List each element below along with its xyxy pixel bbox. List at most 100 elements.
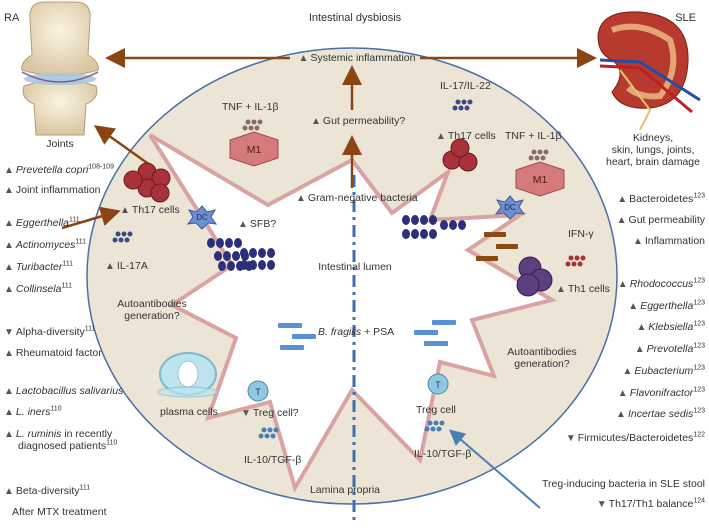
finding-item: ▼Alpha-diversity111: [4, 325, 96, 339]
down-arrow-icon: ▼: [565, 433, 576, 444]
arrow-eggerthella-to-th17: [61, 206, 121, 230]
finding-item: ▲Collinsela111: [4, 282, 73, 296]
th1-label: ▲Th1 cells: [556, 283, 610, 295]
finding-item: ▲Turibacter111: [4, 260, 74, 274]
up-arrow-icon: ▲: [296, 193, 306, 204]
th17-cells-ra: [123, 162, 171, 203]
up-arrow-icon: ▲: [311, 116, 321, 127]
up-arrow-icon: ▲: [4, 429, 14, 440]
finding-item: ▲Prevetella copri108-109: [4, 163, 114, 177]
finding-item: ▲Flavonifractor123: [617, 386, 705, 400]
up-arrow-icon: ▲: [4, 486, 14, 497]
th1-cells: [516, 256, 553, 297]
finding-item: ▲Eggerthella123: [628, 299, 705, 313]
ifn-label: IFN-γ: [568, 228, 594, 240]
finding-item: Treg-inducing bacteria in SLE stool: [541, 478, 705, 490]
finding-item: ▲Incertae sedis123: [616, 407, 705, 421]
il17a-label: ▲IL-17A: [105, 260, 148, 272]
up-arrow-icon: ▲: [436, 131, 446, 142]
up-arrow-icon: ▲: [4, 240, 14, 251]
ra-label: RA: [4, 12, 20, 24]
down-arrow-icon: ▼: [4, 327, 14, 338]
m1-macrophage-sle: [515, 161, 565, 197]
cytokine-dots-il17-il22: [452, 99, 473, 111]
finding-item: ▲Eubacterium123: [622, 364, 705, 378]
up-arrow-icon: ▲: [622, 366, 633, 377]
finding-item: ▲L. iners110: [4, 405, 62, 419]
finding-item: ▲Inflammation: [632, 235, 705, 247]
up-arrow-icon: ▲: [4, 284, 14, 295]
up-arrow-icon: ▲: [632, 236, 643, 247]
up-arrow-icon: ▲: [634, 344, 645, 355]
up-arrow-icon: ▲: [298, 53, 309, 64]
finding-item: ▲Actinomyces111: [4, 238, 87, 252]
dc-sle-label: DC: [504, 203, 516, 212]
finding-item: ▲Lactobacillus salivarius: [4, 385, 124, 397]
finding-item: ▼Firmicutes/Bacteroidetes122: [565, 431, 705, 445]
up-arrow-icon: ▲: [238, 219, 248, 230]
cytokine-dots-ifn: [565, 255, 586, 267]
sle-label: SLE: [675, 12, 696, 24]
cytokine-dots-il17a: [112, 231, 133, 243]
gram-negative-bacteria: [402, 215, 466, 239]
dendritic-cell-ra: [186, 205, 218, 230]
th17-ra-label: ▲Th17 cells: [120, 204, 180, 216]
lamina-propria-label: Lamina propria: [309, 484, 381, 496]
up-arrow-icon: ▲: [4, 165, 14, 176]
intestinal-dysbiosis-label: Intestinal dysbiosis: [308, 12, 402, 24]
up-arrow-icon: ▲: [105, 261, 115, 272]
m1-sle-label: M1: [532, 174, 548, 186]
treg-cell-ra: [247, 380, 269, 402]
up-arrow-icon: ▲: [4, 348, 14, 359]
plasma-cells-label: plasma cells: [160, 406, 218, 418]
up-arrow-icon: ▲: [636, 322, 647, 333]
finding-item: ▲Rhodococcus123: [617, 277, 705, 291]
il10-sle-label: IL-10/TGF-β: [414, 448, 472, 460]
arrow-treg-inducing: [448, 429, 541, 509]
brown-rod-bacteria: [476, 232, 518, 261]
treg-ra-label: ▼Treg cell?: [241, 407, 299, 419]
up-arrow-icon: ▲: [4, 218, 14, 229]
intestinal-lumen-label: Intestinal lumen: [318, 261, 392, 273]
treg-ra-t-label: T: [255, 387, 261, 397]
down-arrow-icon: ▼: [596, 499, 607, 510]
up-arrow-icon: ▲: [616, 215, 627, 226]
cytokine-dots-il10-sle: [424, 420, 445, 432]
sfb-bacteria: [207, 238, 275, 271]
th17-sle-label: ▲Th17 cells: [436, 130, 496, 142]
treg-cell-sle: [427, 373, 449, 395]
il17-il22-label: IL-17/IL-22: [440, 80, 491, 92]
up-arrow-icon: ▲: [617, 279, 628, 290]
gram-negative-label: ▲Gram-negative bacteria: [296, 192, 418, 204]
cytokine-dots-tnf-sle: [528, 149, 549, 161]
finding-item: ▲Eggerthella111: [4, 216, 80, 230]
sfb-label: ▲SFB?: [238, 218, 277, 230]
up-arrow-icon: ▲: [4, 185, 14, 196]
finding-item: ▲Rheumatoid factor: [4, 347, 102, 359]
finding-item: ▲Joint inflammation: [4, 184, 101, 196]
joints-label: Joints: [46, 138, 74, 150]
tnf-il1b-ra-label: TNF + IL-1β: [222, 101, 279, 113]
finding-item: ▲Gut permeability: [616, 214, 705, 226]
up-arrow-icon: ▲: [628, 301, 639, 312]
kidney-illustration: [597, 11, 701, 131]
finding-item: After MTX treatment: [12, 506, 107, 518]
cytokine-dots-il10-ra: [258, 427, 279, 439]
cytokine-dots-tnf-ra: [242, 119, 263, 131]
treg-sle-label: Treg cell: [416, 404, 456, 416]
up-arrow-icon: ▲: [4, 407, 14, 418]
dc-ra-label: DC: [196, 213, 208, 222]
bfragilis-label: B. fragilis + PSA: [318, 326, 395, 338]
arrow-th17-to-joints: [93, 125, 151, 167]
treg-sle-t-label: T: [435, 380, 441, 390]
m1-ra-label: M1: [246, 144, 262, 156]
finding-item: ▲L. ruminis in recently: [4, 428, 113, 440]
up-arrow-icon: ▲: [617, 194, 628, 205]
finding-item: ▲Beta-diversity111: [4, 484, 91, 498]
gut-permeability-label: ▲Gut permeability?: [311, 115, 406, 127]
up-arrow-icon: ▲: [120, 205, 130, 216]
up-arrow-icon: ▲: [4, 386, 14, 397]
down-arrow-icon: ▼: [241, 408, 251, 419]
